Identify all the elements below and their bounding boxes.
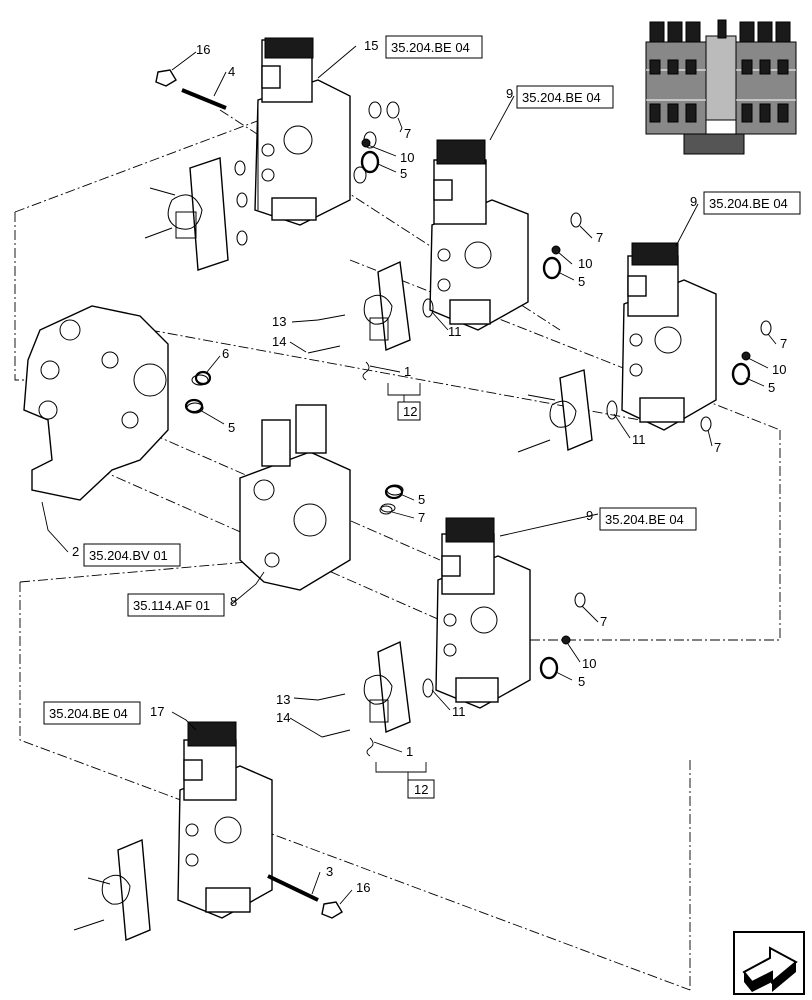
callout-8: 8: [230, 594, 237, 609]
seal-7-c: [760, 320, 772, 336]
valve-section-9b: [621, 242, 717, 431]
ref-box-2: [83, 543, 181, 567]
callout-5-f: 5: [578, 674, 585, 689]
seal-7-b: [570, 212, 582, 228]
ref-17: 35.204.BE 04: [49, 706, 128, 721]
valve-section-8: [239, 404, 404, 591]
callout-5-c: 5: [768, 380, 775, 395]
seal-7-e: [379, 505, 393, 515]
seal-5-f: [539, 656, 559, 680]
callout-5-b: 5: [578, 274, 585, 289]
ref-8: 35.114.AF 01: [133, 598, 210, 613]
tie-rod-3: [267, 874, 343, 919]
seal-5-a: [360, 150, 380, 174]
valve-section-9c: [435, 517, 531, 709]
callout-12-b: 12: [414, 782, 428, 797]
valve-section-17: [177, 721, 273, 919]
ref-box-8: [127, 593, 225, 617]
end-plate-right: [517, 369, 618, 453]
callout-2: 2: [72, 544, 79, 559]
seal-5-c: [731, 362, 751, 386]
callout-15: 15: [364, 38, 378, 53]
callout-5-d: 5: [228, 420, 235, 435]
ref-box-9a: [516, 85, 614, 109]
ref-2: 35.204.BV 01: [89, 548, 168, 563]
callout-11-c: 11: [452, 704, 466, 719]
seal-5-b: [542, 256, 562, 280]
seal-5-d: [184, 398, 204, 414]
callout-7-f: 7: [600, 614, 607, 629]
callout-16-bottom: 16: [356, 880, 370, 895]
callout-4: 4: [228, 64, 235, 79]
ref-box-15: [385, 35, 483, 59]
callout-13-a: 13: [272, 314, 286, 329]
next-page-arrow-icon[interactable]: [733, 931, 805, 995]
seal-10-a: [361, 138, 371, 148]
ref-box-17: [43, 701, 141, 725]
callout-12-a: 12: [403, 404, 417, 419]
valve-assembly-thumbnail: [640, 19, 808, 155]
callout-13-b: 13: [276, 692, 290, 707]
valve-section-9a: [429, 139, 529, 331]
tie-rod-4: [155, 69, 227, 110]
leader-lines: [41, 45, 777, 905]
callout-numbers: 16 4 15 7 10 5 9 7 10 5 9 7 10 5 11 7 11…: [72, 38, 787, 895]
callout-7-e: 7: [418, 510, 425, 525]
seal-6: [194, 370, 212, 386]
callout-10-d: 10: [582, 656, 596, 671]
end-plate-13-14-a: [307, 260, 434, 354]
callout-10-a: 10: [400, 150, 414, 165]
callout-3: 3: [326, 864, 333, 879]
callout-11-a: 11: [448, 324, 462, 339]
end-plate-13-14-b: [317, 640, 434, 738]
ref-box-9c: [599, 507, 697, 531]
callout-12-b-box: [407, 779, 435, 799]
callout-1-a: 1: [404, 364, 411, 379]
inlet-housing-2: [23, 305, 209, 501]
seal-5-e: [384, 484, 404, 500]
callout-7-b: 7: [596, 230, 603, 245]
callout-1-b: 1: [406, 744, 413, 759]
callout-5-a: 5: [400, 166, 407, 181]
seal-7-d: [700, 416, 712, 432]
seal-7-f: [574, 592, 586, 608]
callout-10-c: 10: [772, 362, 786, 377]
callout-14-a: 14: [272, 334, 286, 349]
callout-16-top: 16: [196, 42, 210, 57]
end-plate-upper: [144, 157, 248, 271]
callout-12-a-box: [397, 401, 421, 421]
ref-9b: 35.204.BE 04: [709, 196, 788, 211]
nut-16-bottom: [321, 901, 343, 919]
callout-14-b: 14: [276, 710, 290, 725]
seal-7-a: [386, 101, 400, 119]
ref-9c: 35.204.BE 04: [605, 512, 684, 527]
ref-15: 35.204.BE 04: [391, 40, 470, 55]
callout-7-d: 7: [714, 440, 721, 455]
nut-16-top: [155, 69, 177, 87]
callout-6: 6: [222, 346, 229, 361]
callout-5-e: 5: [418, 492, 425, 507]
callout-7-c: 7: [780, 336, 787, 351]
callout-17: 17: [150, 704, 164, 719]
callout-9-b: 9: [690, 194, 697, 209]
valve-section-15: [254, 37, 382, 226]
end-plate-lower: [73, 838, 151, 942]
reference-boxes: 35.204.BE 04 35.204.BE 04 35.204.BE 04 3…: [43, 35, 801, 725]
callout-11-b: 11: [632, 432, 646, 447]
callout-9-c: 9: [586, 508, 593, 523]
ref-box-9b: [703, 191, 801, 215]
seal-10-d: [561, 635, 571, 645]
callout-10-b: 10: [578, 256, 592, 271]
ref-9a: 35.204.BE 04: [522, 90, 601, 105]
callout-9-a: 9: [506, 86, 513, 101]
callout-7-a: 7: [404, 126, 411, 141]
